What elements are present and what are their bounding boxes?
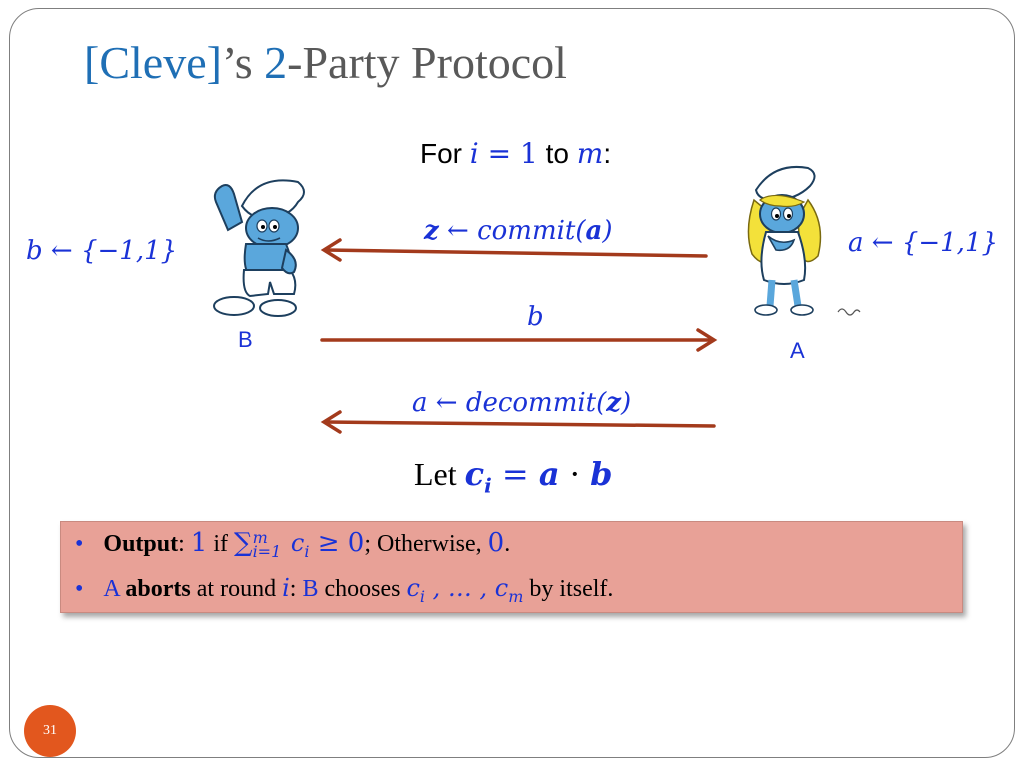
bullet-aborts: •A aborts at round i: B chooses ci , … ,… (75, 574, 614, 606)
title-possessive: ’s (221, 37, 265, 88)
smurfette-a-icon (747, 166, 861, 316)
loop-eq: = (478, 137, 521, 170)
arrow-1-head (320, 238, 342, 262)
smurf-b-icon (213, 179, 305, 317)
message-1-label: z ← commit(a) (424, 216, 613, 246)
loop-start: 1 (520, 137, 538, 170)
slide-frame (9, 8, 1015, 758)
message-2-label: b (527, 302, 544, 332)
arrow-3 (324, 420, 716, 428)
arrow-3-head (320, 410, 342, 434)
arrow-2-head (696, 328, 718, 352)
title-rest: -Party Protocol (287, 37, 567, 88)
party-a-name: A (790, 338, 805, 363)
arrow-1 (324, 248, 708, 258)
message-3-label: a ← decommit(z) (412, 388, 632, 418)
title-number: 2 (264, 37, 288, 88)
party-a-sample: a ← {−1,1} (848, 228, 999, 258)
loop-to: to (537, 138, 577, 169)
loop-header: For i = 1 to m: (420, 137, 611, 170)
page-number-badge: 31 (24, 705, 76, 757)
let-equation: Let ci = a · b (414, 455, 613, 498)
loop-var: i (469, 137, 479, 170)
loop-end: m (576, 137, 604, 170)
title-citation: [Cleve] (84, 37, 222, 88)
party-b-name: B (238, 327, 253, 352)
loop-for: For (420, 138, 470, 169)
loop-colon: : (603, 138, 612, 169)
party-b-sample: b ← {−1,1} (26, 236, 178, 266)
slide-title: [Cleve]’s 2-Party Protocol (84, 36, 567, 89)
